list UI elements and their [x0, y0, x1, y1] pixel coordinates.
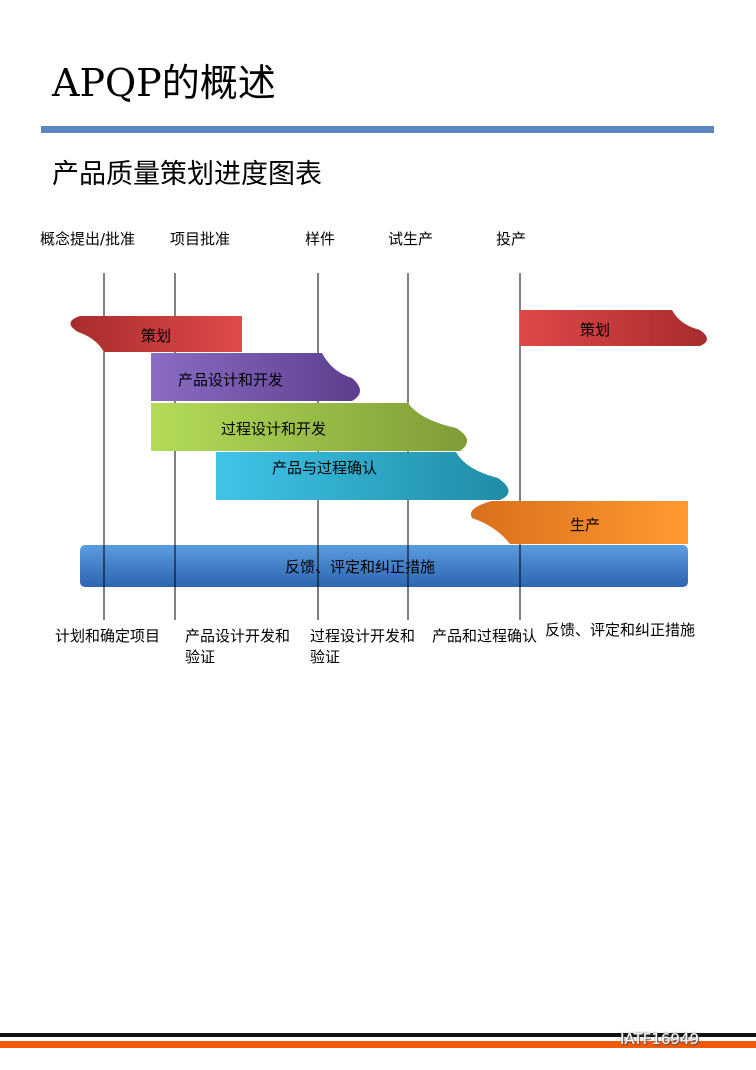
milestone-pilot: 试生产	[388, 230, 434, 248]
bar-label-process-design: 过程设计和开发	[221, 420, 327, 438]
phase-product-design: 产品设计开发和验证	[185, 627, 291, 666]
bar-label-feedback: 反馈、评定和纠正措施	[285, 558, 436, 576]
bar-planning-end	[520, 310, 707, 346]
bar-label-product-design: 产品设计和开发	[178, 371, 284, 389]
bar-label-validation: 产品与过程确认	[272, 459, 378, 477]
milestone-concept-approval: 概念提出/批准	[40, 230, 136, 248]
bar-label-production: 生产	[570, 516, 601, 534]
footer-rule-orange	[0, 1041, 756, 1048]
phase-plan-define: 计划和确定项目	[55, 627, 161, 645]
bar-validation	[216, 452, 509, 500]
bar-production	[470, 501, 688, 544]
milestone-launch: 投产	[496, 230, 527, 248]
phase-process-design: 过程设计开发和验证	[310, 627, 416, 666]
bar-planning-start	[70, 316, 243, 352]
page-title: APQP的概述	[52, 61, 276, 105]
page-subtitle: 产品质量策划进度图表	[52, 159, 322, 190]
bar-product-design	[151, 353, 360, 401]
footer-rule-black	[0, 1033, 756, 1037]
phase-feedback: 反馈、评定和纠正措施	[545, 621, 696, 639]
bar-label-planning-end: 策划	[580, 321, 611, 339]
footer-watermark: IATF16949	[620, 1030, 700, 1048]
milestone-prototype: 样件	[305, 230, 336, 248]
title-divider	[41, 126, 714, 133]
apqp-timeline-diagram	[70, 273, 707, 620]
phase-validation: 产品和过程确认	[432, 627, 538, 645]
bar-label-planning-start: 策划	[141, 327, 172, 345]
bar-process-design	[151, 403, 468, 451]
milestone-program-approval: 项目批准	[170, 230, 231, 248]
bar-feedback	[80, 545, 688, 587]
